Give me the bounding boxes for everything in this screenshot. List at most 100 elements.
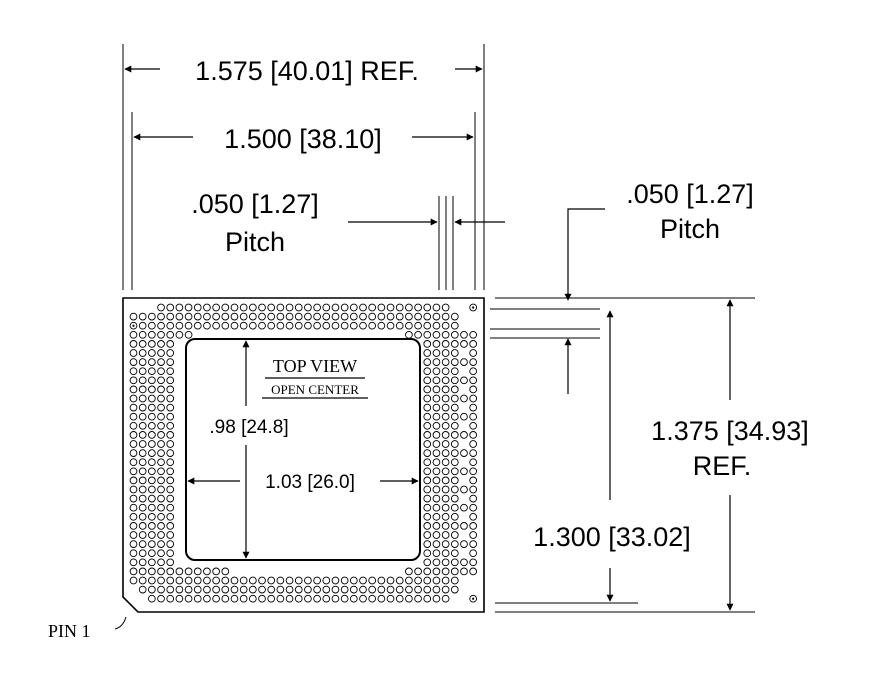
pin	[258, 585, 266, 594]
vertical-pitch-value: .050 [1.27]	[626, 179, 754, 209]
pin	[148, 440, 156, 448]
pin	[175, 312, 184, 321]
pin	[129, 440, 138, 448]
pin	[432, 558, 441, 567]
pin	[221, 585, 230, 594]
pin	[441, 494, 450, 503]
pin	[230, 585, 239, 594]
pin	[377, 303, 386, 312]
pin	[405, 330, 413, 339]
pin	[469, 394, 478, 403]
pin	[166, 303, 175, 312]
pin	[157, 303, 165, 312]
pin	[441, 585, 450, 594]
pin	[349, 303, 358, 312]
pin	[193, 585, 202, 594]
pin	[432, 449, 441, 457]
pin	[405, 567, 413, 576]
pin	[148, 503, 156, 512]
pin	[450, 440, 459, 448]
pin	[414, 585, 422, 594]
pin	[349, 585, 358, 594]
pin	[432, 312, 441, 321]
pin	[340, 321, 349, 330]
pin	[148, 567, 156, 576]
pin	[349, 321, 358, 330]
pin	[138, 494, 147, 503]
pin	[450, 531, 459, 539]
pin	[405, 576, 413, 585]
pin	[175, 330, 184, 339]
pin	[441, 558, 450, 567]
pin	[441, 330, 450, 339]
pin	[138, 376, 147, 385]
pin	[184, 312, 193, 321]
pin	[469, 421, 478, 430]
pin	[138, 367, 147, 376]
pin	[432, 367, 441, 376]
pin	[294, 576, 303, 585]
vertical-pitch-dimension: .050 [1.27] Pitch	[490, 179, 754, 394]
pin	[267, 312, 276, 321]
pin	[469, 376, 478, 385]
pin	[175, 321, 184, 330]
pin	[304, 312, 312, 321]
pin	[148, 512, 156, 521]
pin	[166, 376, 175, 385]
pin	[441, 567, 450, 576]
pin	[460, 467, 468, 476]
pin	[469, 476, 478, 485]
pin	[148, 467, 156, 476]
pin-span-width-dimension: 1.500 [38.10]	[131, 112, 476, 290]
pin	[368, 576, 377, 585]
pin	[157, 385, 165, 394]
pin	[157, 358, 165, 366]
pin	[441, 321, 450, 330]
pin	[423, 503, 432, 512]
corner-pin	[469, 303, 478, 312]
pin	[193, 594, 202, 603]
pin-span-height-dimension: 1.300 [33.02]	[495, 310, 691, 604]
pin	[340, 303, 349, 312]
pin	[166, 522, 175, 530]
pin	[138, 503, 147, 512]
corner-pin	[469, 594, 478, 603]
pin	[193, 303, 202, 312]
pin	[423, 549, 432, 558]
pin	[148, 312, 156, 321]
pin	[469, 412, 478, 421]
pin	[248, 585, 257, 594]
pin	[138, 340, 147, 348]
pin	[138, 467, 147, 476]
pin	[138, 312, 147, 321]
pin	[138, 458, 147, 467]
pin	[166, 340, 175, 348]
pin	[331, 321, 340, 330]
pin	[203, 567, 211, 576]
pin	[432, 576, 441, 585]
pin	[157, 330, 165, 339]
pin	[423, 540, 432, 548]
pin	[138, 576, 147, 585]
pin	[450, 558, 459, 567]
pin	[469, 540, 478, 548]
pin	[368, 321, 377, 330]
pin	[460, 449, 468, 457]
pin	[423, 440, 432, 448]
horizontal-pitch-dimension: .050 [1.27] Pitch	[191, 189, 505, 290]
pin	[340, 576, 349, 585]
pin	[469, 558, 478, 567]
pin	[157, 321, 165, 330]
pin	[414, 594, 422, 603]
pin	[405, 312, 413, 321]
pin	[221, 312, 230, 321]
pin	[129, 567, 138, 576]
pin	[405, 585, 413, 594]
pin	[423, 312, 432, 321]
pin	[166, 485, 175, 494]
pin	[423, 330, 432, 339]
pin	[432, 385, 441, 394]
pin	[441, 531, 450, 539]
pin	[157, 540, 165, 548]
pin	[148, 394, 156, 403]
